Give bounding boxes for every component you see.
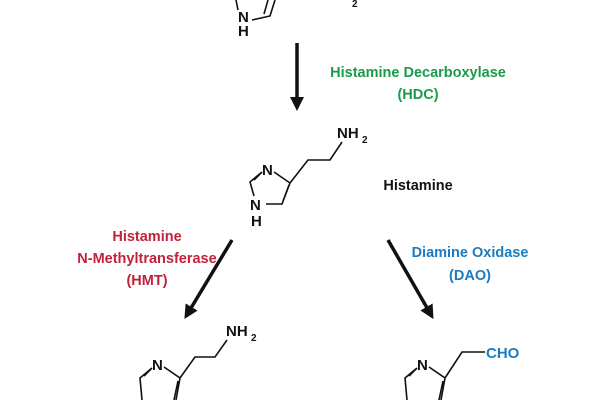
aldehyde-group: CHO bbox=[486, 345, 520, 362]
atom-n: N bbox=[417, 357, 428, 374]
histamine-structure: N N H NH 2 bbox=[249, 125, 368, 230]
imidazole-acetaldehyde-structure: N CHO bbox=[404, 345, 520, 400]
subscript: 2 bbox=[362, 135, 368, 146]
atom-n: N bbox=[152, 357, 163, 374]
subscript: 2 bbox=[352, 0, 358, 10]
atom-nh: N bbox=[250, 197, 261, 214]
histamine-label: Histamine bbox=[383, 178, 452, 194]
atom-h: H bbox=[238, 23, 249, 40]
hmt-arrow bbox=[184, 239, 234, 319]
atom-n: N bbox=[262, 162, 273, 179]
hmt-abbreviation: (HMT) bbox=[126, 273, 167, 289]
hdc-abbreviation: (HDC) bbox=[397, 87, 438, 103]
atom-h: H bbox=[251, 213, 262, 230]
hmt-enzyme-name-line1: Histamine bbox=[112, 229, 181, 245]
dao-enzyme-name: Diamine Oxidase bbox=[412, 245, 529, 261]
hdc-enzyme-name: Histamine Decarboxylase bbox=[330, 65, 506, 81]
amine-group: NH bbox=[226, 323, 248, 340]
methylhistamine-structure: N NH 2 bbox=[139, 323, 257, 400]
hmt-enzyme-name-line2: N-Methyltransferase bbox=[77, 251, 216, 267]
dao-arrow bbox=[386, 239, 434, 320]
atom-n: N bbox=[238, 9, 249, 26]
histidine-structure: N H 2 bbox=[235, 0, 358, 40]
dao-abbreviation: (DAO) bbox=[449, 268, 491, 284]
amine-group: NH bbox=[337, 125, 359, 142]
subscript: 2 bbox=[251, 333, 257, 344]
